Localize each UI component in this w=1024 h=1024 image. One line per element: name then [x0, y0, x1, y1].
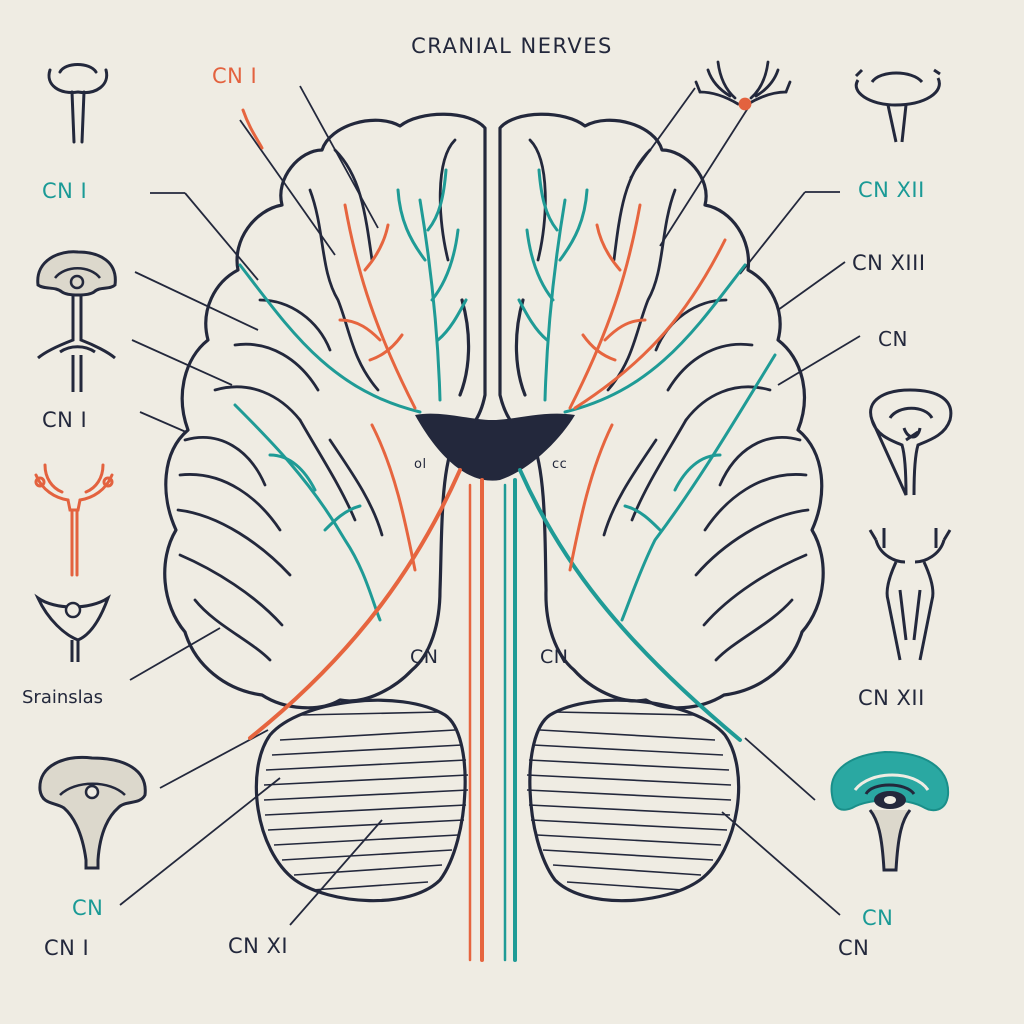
neuron-tree-icon — [694, 60, 792, 111]
label-cn-right: CN — [878, 327, 908, 351]
label-cn-right-bottom-2: CN — [838, 936, 870, 960]
teal-brain-section-icon — [830, 750, 950, 872]
cerebrum — [163, 112, 825, 710]
brain-cross-section-icon — [36, 250, 117, 392]
spinal-cord-icon — [868, 528, 952, 661]
orange-nerves — [241, 108, 727, 962]
cerebellum-right — [526, 698, 741, 903]
label-cn-xi-bottom: CN XI — [228, 934, 289, 958]
label-cn-right-bottom-1: CN — [862, 906, 894, 930]
label-cn-left-bottom: CN — [72, 896, 104, 920]
label-ol-small: ol — [414, 457, 427, 472]
label-cn-i-top: CN I — [212, 64, 258, 88]
label-cn-xii-right-1: CN XII — [858, 178, 925, 202]
leader-lines — [119, 85, 861, 926]
nerve-branch-icon — [34, 463, 114, 577]
cerebellum-left — [254, 698, 469, 903]
brainstem-slice-icon — [38, 755, 147, 870]
label-brainstem-left: Srainslas — [22, 687, 104, 708]
label-cn-i-left-1: CN I — [42, 179, 88, 203]
label-cn-center-right: CN — [540, 646, 569, 668]
label-cn-i-bottom: CN I — [44, 936, 90, 960]
olfactory-bulb-icon — [47, 63, 109, 144]
label-cn-xiii-right: CN XIII — [852, 251, 926, 275]
label-cc-small: cc — [552, 457, 568, 472]
diagram-title: CRANIAL NERVES — [411, 34, 613, 58]
pituitary-icon — [854, 68, 941, 143]
brain-core — [415, 413, 575, 481]
teal-nerves — [233, 168, 777, 962]
label-cn-i-left-2: CN I — [42, 408, 88, 432]
label-cn-center-left: CN — [410, 646, 439, 668]
label-cn-xii-right-2: CN XII — [858, 686, 925, 710]
brainstem-icon — [869, 388, 953, 496]
eye-nerve-icon — [34, 593, 111, 662]
